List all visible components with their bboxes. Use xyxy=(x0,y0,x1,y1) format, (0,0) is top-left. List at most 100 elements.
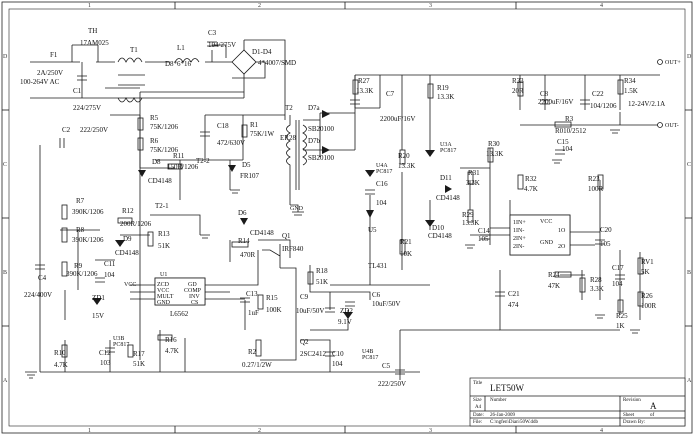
label-u3a-val: PC817 xyxy=(440,148,456,154)
label-r18-ref: R18 xyxy=(316,267,328,275)
resistor-symbols xyxy=(61,79,644,358)
label-th-val: 17AM025 xyxy=(80,39,109,47)
label-r17-ref: R17 xyxy=(133,350,145,358)
label-r1-val: 75K/1W xyxy=(250,130,275,138)
label-u4a-val: PC817 xyxy=(376,169,392,175)
label-r3-val: R010/2512 xyxy=(555,127,587,135)
label-zd1-ref: ZD1 xyxy=(92,294,105,302)
label-d11-val: CD4148 xyxy=(436,194,460,202)
label-c18-val: 472/630V xyxy=(217,139,245,147)
label-r19-val: 13.3K xyxy=(437,93,454,101)
label-f1-val: 2A/250V xyxy=(37,69,63,77)
label-u1-ref: U1 xyxy=(160,272,167,278)
label-r3-ref: R3 xyxy=(565,115,574,123)
label-q2-val: 2SC2412 xyxy=(300,350,327,358)
label-r14-val: 470R xyxy=(240,251,256,259)
label-r34-ref: R34 xyxy=(624,77,636,85)
capacitor-symbols xyxy=(35,41,625,375)
tb-date-label: Date: xyxy=(473,413,484,418)
label-u3b-val: PC817 xyxy=(113,342,129,348)
label-r32-val: 4.7K xyxy=(524,185,538,193)
label-c8-ref: C8 xyxy=(540,90,549,98)
label-u1-pin-cs: CS xyxy=(191,300,198,306)
label-c20-val: 105 xyxy=(600,240,611,248)
label-r20-val: 13.3K xyxy=(398,162,415,170)
label-u1-pin-zcd: ZCD xyxy=(157,282,170,288)
label-r30-ref: R30 xyxy=(488,140,500,148)
label-c13-ref: C13 xyxy=(246,290,258,298)
label-r33-ref: R33 xyxy=(512,77,524,85)
label-c2-val: 222/250V xyxy=(80,126,108,134)
label-c9-ref: C9 xyxy=(300,293,309,301)
label-u2-pin-vcc: VCC xyxy=(540,219,552,225)
label-c9-val: 10uF/50V xyxy=(296,307,324,315)
label-d5-val: FR107 xyxy=(240,172,260,180)
label-r11-val: 150R/1206 xyxy=(167,163,199,171)
label-vcc-net: VCC xyxy=(124,282,136,288)
label-u5-val: TL431 xyxy=(368,262,388,270)
label-q1-val: IRF840 xyxy=(282,245,304,253)
label-r32-ref: R32 xyxy=(525,175,537,183)
label-r27-ref: R27 xyxy=(358,77,370,85)
label-zd2-ref: ZD2 xyxy=(340,307,353,315)
tb-file: C:\ngfen\Dian\50W.ddb xyxy=(490,420,539,425)
label-r12-val: 200R/1206 xyxy=(120,220,152,228)
zone-left-b: B xyxy=(3,270,7,276)
label-gnd-net: GND xyxy=(290,206,304,212)
label-c5-ref: C5 xyxy=(382,362,391,370)
label-u3a-ref: U3A xyxy=(440,142,452,148)
label-c11-ref: C11 xyxy=(104,260,116,268)
label-c10-val: 104 xyxy=(332,360,343,368)
label-r23-ref: R23 xyxy=(588,175,600,183)
label-l1-ref: L1 xyxy=(177,44,185,52)
label-q1-ref: Q1 xyxy=(282,232,291,240)
label-u2-pin-2inp: 2IN+ xyxy=(513,236,526,242)
label-output-voltage: 12-24V/2.1A xyxy=(628,100,665,108)
label-rv1-ref: RV1 xyxy=(641,258,654,266)
label-u4b-ref: U4B xyxy=(362,349,373,355)
label-d1d4-val: 4*4007/SMD xyxy=(258,59,296,67)
label-c16-val: 104 xyxy=(376,199,387,207)
label-r17-val: 51K xyxy=(133,360,145,368)
label-c15-ref: C15 xyxy=(557,138,569,146)
label-d11-ref: D11 xyxy=(440,174,452,182)
label-c14-val: 105 xyxy=(478,235,489,243)
label-r9-val: 390K/1206 xyxy=(66,270,98,278)
label-d7a-val: SB20100 xyxy=(308,125,335,133)
label-c5-val: 222/250V xyxy=(378,380,406,388)
label-r21-val: 10K xyxy=(400,250,412,258)
label-c3-val: 104/275V xyxy=(208,41,236,49)
label-th-ref: TH xyxy=(88,27,97,35)
label-zd1-val: 15V xyxy=(92,312,104,320)
label-c11-val: 104 xyxy=(104,271,115,279)
label-c3-ref: C3 xyxy=(208,29,217,37)
label-c13-val: 1uF xyxy=(248,309,259,317)
label-c4-val: 224/400V xyxy=(24,291,52,299)
label-d8-val: CD4148 xyxy=(148,177,172,185)
label-r15-ref: R15 xyxy=(266,294,278,302)
tb-size: A4 xyxy=(475,405,482,410)
label-r34-val: 1.5K xyxy=(624,87,638,95)
label-u2-pin-gnd: GND xyxy=(540,240,554,246)
label-u5-ref: U5 xyxy=(368,226,377,234)
label-r15-val: 100K xyxy=(266,306,282,314)
zone-top-4: 4 xyxy=(600,3,603,9)
label-t2-ref: T2 xyxy=(285,104,293,112)
label-t22-ref: T2-2 xyxy=(196,157,210,165)
label-r10-val: 4.7K xyxy=(54,361,68,369)
label-r7-val: 390K/1206 xyxy=(72,208,104,216)
zone-bottom-1: 1 xyxy=(88,428,91,434)
label-d9-val: CD4148 xyxy=(115,249,139,257)
label-u2-pin-1inm: 1IN- xyxy=(513,228,524,234)
label-r8-val: 390K/1206 xyxy=(72,236,104,244)
label-r1-ref: R1 xyxy=(250,121,259,129)
labels: TH 17AM025 F1 2A/250V T1 L1 D8*6*16 C3 1… xyxy=(20,27,681,388)
tb-title: LET50W xyxy=(490,383,524,393)
label-d6-ref: D6 xyxy=(238,209,247,217)
zone-top-3: 3 xyxy=(429,3,432,9)
zone-bottom-4: 4 xyxy=(600,428,603,434)
label-r9-ref: R9 xyxy=(74,262,83,270)
label-c2-ref: C2 xyxy=(62,126,71,134)
zone-left-d: D xyxy=(3,54,8,60)
